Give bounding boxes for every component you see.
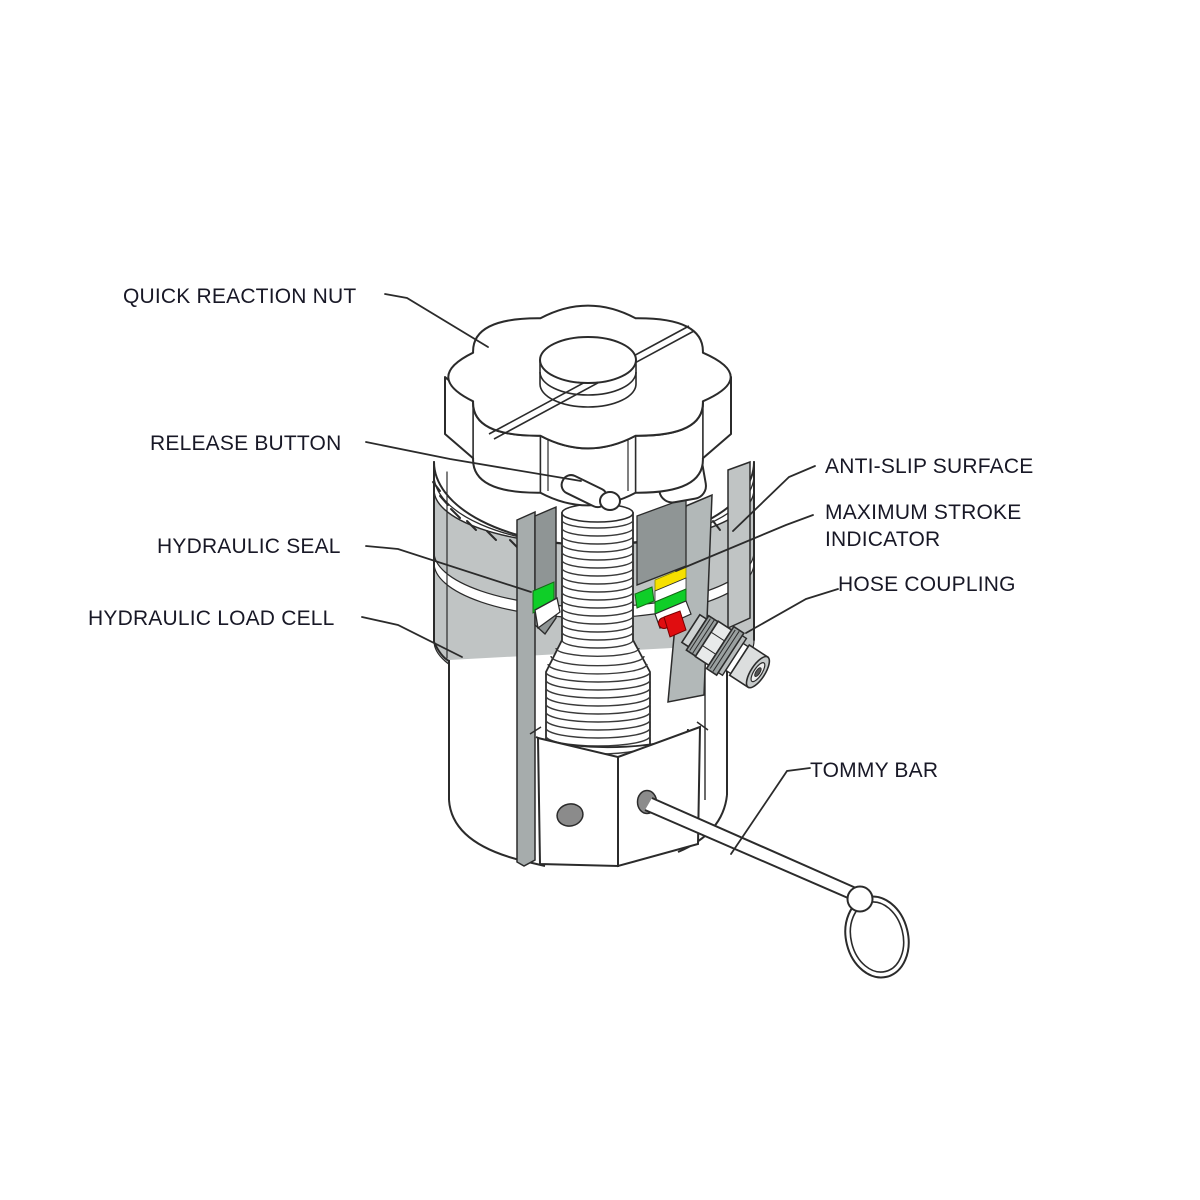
label-release-button: RELEASE BUTTON	[150, 432, 341, 455]
label-hose-coupling: HOSE COUPLING	[838, 573, 1016, 596]
nut-boss-top	[539, 336, 637, 384]
hex-shoulder-right	[696, 721, 709, 731]
labels: QUICK REACTION NUT RELEASE BUTTON HYDRAU…	[88, 285, 1033, 782]
release-button-pin	[560, 474, 621, 511]
tommy-bar-drawing	[644, 797, 910, 979]
leader-lines	[361, 293, 839, 855]
coupling-end-face-port	[754, 667, 762, 677]
tommy-bar-rod-top	[651, 797, 857, 889]
hex-face-right	[617, 725, 702, 868]
leader-maximum-stroke-indicator	[675, 514, 814, 572]
label-hydraulic-load-cell: HYDRAULIC LOAD CELL	[88, 607, 335, 630]
label-hydraulic-seal: HYDRAULIC SEAL	[157, 535, 341, 558]
tommy-bar-hole-left	[556, 803, 584, 827]
label-anti-slip-surface: ANTI-SLIP SURFACE	[825, 455, 1033, 478]
leader-anti-slip-surface	[732, 465, 816, 532]
leader-tommy-bar	[730, 767, 811, 855]
leader-hose-coupling	[745, 588, 839, 634]
left-cut-section	[516, 505, 561, 867]
hose-coupling-fitting	[680, 613, 771, 689]
hydraulic-seal-right-small	[634, 586, 655, 609]
label-tommy-bar: TOMMY BAR	[810, 759, 938, 782]
coupling-hex-facets	[702, 631, 725, 655]
label-quick-reaction-nut: QUICK REACTION NUT	[123, 285, 356, 308]
hex-face-left	[536, 736, 619, 868]
tommy-bar-rod-fill	[645, 798, 856, 898]
leader-hydraulic-seal	[365, 545, 532, 593]
nut-notch-edges	[472, 401, 704, 493]
thread-lines	[545, 519, 651, 763]
indicator-pocket	[634, 497, 692, 638]
coupling-knurl-hatches	[689, 618, 740, 672]
quick-reaction-nut-drawing	[444, 304, 732, 507]
release-pin-cap	[599, 491, 621, 511]
tommy-bar-end-cap	[846, 885, 874, 913]
coupling-valve-red	[663, 610, 687, 638]
label-maximum-stroke-line1: MAXIMUM STROKE	[825, 501, 1021, 524]
seal-pocket-wedge	[534, 597, 561, 630]
leader-release-button	[365, 441, 582, 482]
leader-quick-reaction-nut	[384, 293, 489, 348]
label-maximum-stroke-line2: INDICATOR	[825, 528, 940, 551]
hex-base	[529, 721, 709, 868]
nut-boss-rings	[539, 360, 637, 408]
tommy-bar-rod-bottom	[644, 809, 849, 899]
hex-shoulder-left	[529, 726, 542, 735]
leader-hydraulic-load-cell	[361, 616, 463, 658]
cut-wall-strip	[516, 510, 536, 867]
